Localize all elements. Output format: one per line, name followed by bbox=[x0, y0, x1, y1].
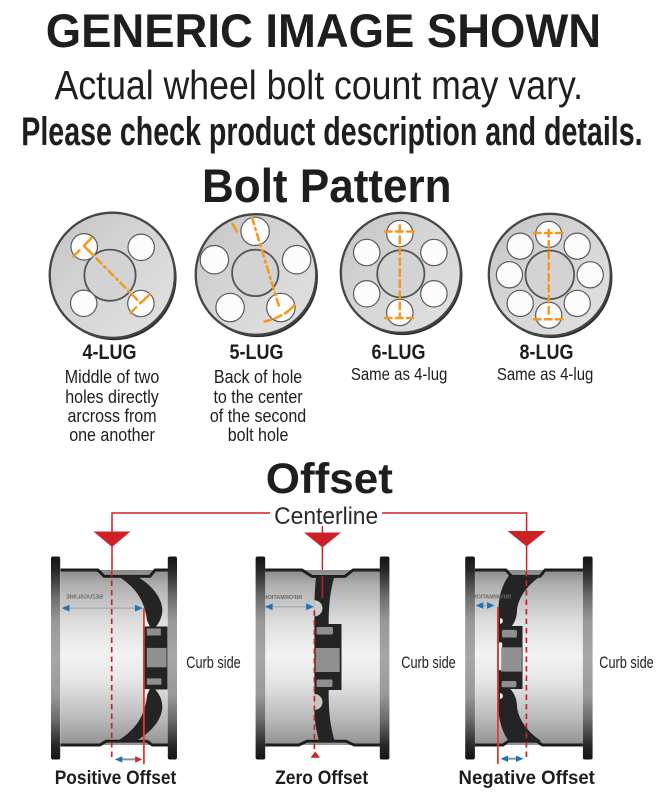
svg-text:BEZUGSLINIE: BEZUGSLINIE bbox=[66, 595, 103, 601]
svg-text:INFORMATION: INFORMATION bbox=[264, 595, 302, 601]
svg-text:INFORMATION: INFORMATION bbox=[473, 595, 511, 601]
